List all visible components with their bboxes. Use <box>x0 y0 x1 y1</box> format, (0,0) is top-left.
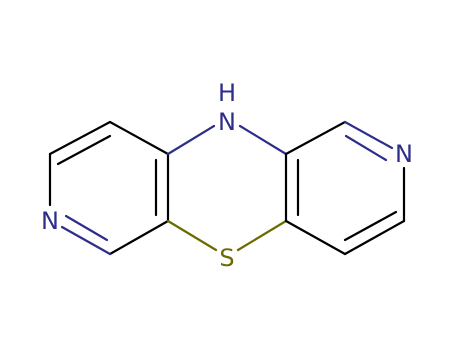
pyridine-nitrogen-left-label: N <box>41 207 59 235</box>
bond-line-21 <box>344 134 388 162</box>
amine-nitrogen-label: N <box>218 108 236 136</box>
atom-label-layer: H N S N N <box>41 79 413 272</box>
bond-layer <box>48 120 406 256</box>
bond-line-15 <box>284 219 347 256</box>
bond-line-13 <box>284 120 347 156</box>
bond-line-20 <box>343 210 398 242</box>
bond-line-4 <box>108 219 170 256</box>
bond-line-8 <box>64 214 109 242</box>
bond-line-12 <box>236 219 288 252</box>
bond-line-6 <box>56 134 112 166</box>
bond-line-18 <box>343 120 394 150</box>
bond-line-9 <box>166 124 216 156</box>
bond-line-16 <box>343 219 406 256</box>
pyridine-nitrogen-right-label: N <box>395 140 413 168</box>
bond-line-11 <box>166 219 218 252</box>
hydrogen-label: H <box>218 79 236 107</box>
bond-line-0 <box>48 120 112 156</box>
sulfur-label: S <box>219 244 234 272</box>
bond-line-2 <box>108 120 170 156</box>
bond-line-10 <box>238 124 288 156</box>
bond-line-5 <box>60 225 112 256</box>
